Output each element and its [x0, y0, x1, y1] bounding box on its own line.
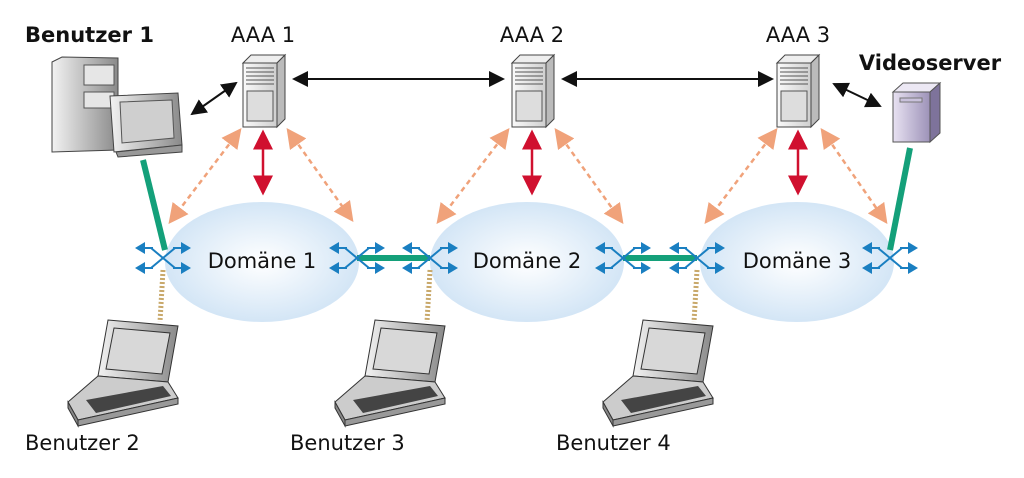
laptop-user-2-icon — [67, 319, 179, 427]
videoserver-icon — [891, 81, 942, 144]
domain-3-cloud — [700, 202, 894, 322]
user-2-label: Benutzer 2 — [25, 431, 140, 455]
aaa-3-label: AAA 3 — [766, 23, 830, 47]
domain-2-cloud — [430, 202, 624, 322]
aaa-domain-signalling — [168, 127, 888, 225]
domain-3-label: Domäne 3 — [743, 249, 852, 273]
aaa-3-server-icon — [776, 54, 820, 128]
user-4-label: Benutzer 4 — [556, 431, 671, 455]
aaa-2-label: AAA 2 — [500, 23, 564, 47]
laptop-user-4-icon — [602, 319, 714, 427]
wireless-links — [157, 269, 700, 323]
laptop-user-3-icon — [334, 319, 446, 427]
aaa-1-server-icon — [242, 54, 286, 128]
aaa-domain-links — [253, 129, 808, 196]
videoserver-label: Videoserver — [859, 51, 1002, 75]
user-3-label: Benutzer 3 — [290, 431, 405, 455]
aaa-interconnects — [190, 71, 882, 116]
domain-2-label: Domäne 2 — [473, 249, 582, 273]
user-1-label: Benutzer 1 — [25, 23, 154, 47]
wired-links — [140, 147, 913, 261]
domain-1-cloud — [165, 202, 359, 322]
aaa-1-label: AAA 1 — [231, 23, 295, 47]
aaa-2-server-icon — [511, 54, 555, 128]
desktop-computer-icon — [51, 56, 183, 158]
domain-1-label: Domäne 1 — [208, 249, 317, 273]
